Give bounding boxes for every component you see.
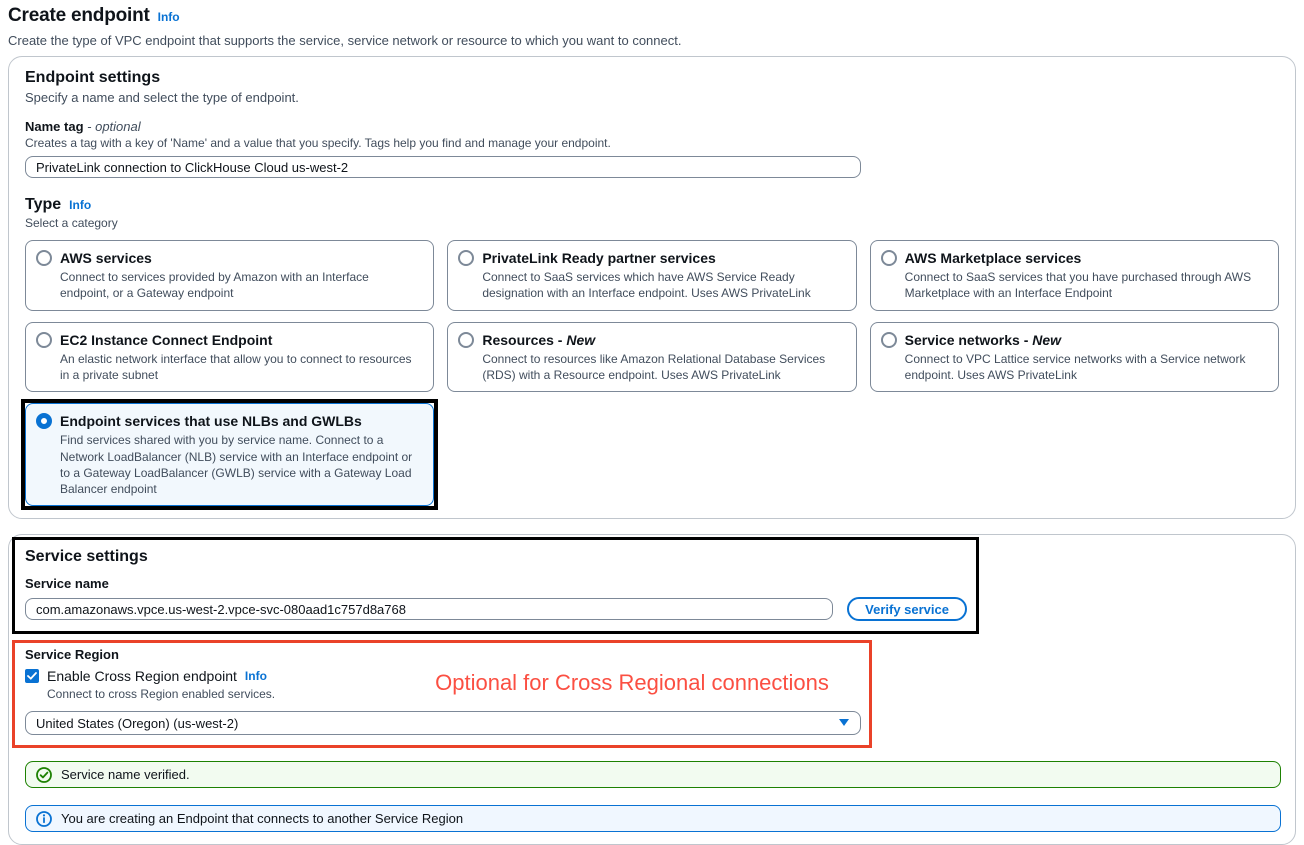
success-check-icon [36,766,52,783]
tile-description: Connect to resources like Amazon Relatio… [482,351,826,382]
tile-title: Resources - New [482,331,596,348]
page-description: Create the type of VPC endpoint that sup… [8,33,682,48]
annotation-highlight-service-name: Service settings Service name Verify ser… [12,537,979,635]
service-settings-card: Service settings Service name Verify ser… [8,534,1296,845]
tile-description: Connect to SaaS services which have AWS … [482,270,811,301]
info-banner: You are creating an Endpoint that connec… [25,805,1281,833]
type-title: Type [25,196,62,213]
tile-description: Connect to SaaS services that you have p… [904,270,1252,301]
tile-description: Connect to VPC Lattice service networks … [904,351,1246,382]
type-hint: Select a category [25,216,118,230]
endpoint-settings-subtitle: Specify a name and select the type of en… [25,90,299,105]
endpoint-settings-card: Endpoint settings Specify a name and sel… [8,56,1296,520]
info-icon [36,810,52,827]
success-banner: Service name verified. [25,761,1281,789]
tile-description: Connect to services provided by Amazon w… [60,270,369,301]
radio-resources[interactable] [458,331,475,348]
cross-region-checkbox[interactable] [25,669,39,684]
page-title: Create endpoint [8,5,150,26]
page-header: Create endpoint Info Create the type of … [0,0,1304,56]
tile-title: Endpoint services that use NLBs and GWLB… [60,413,362,430]
info-message: You are creating an Endpoint that connec… [61,811,464,827]
annotation-highlight-selected-tile: Endpoint services that use NLBs and GWLB… [21,399,439,511]
annotation-highlight-service-region: Service Region Enable Cross Region endpo… [12,640,872,749]
tile-endpoint-services-nlb-gwlb[interactable]: Endpoint services that use NLBs and GWLB… [25,403,435,507]
name-tag-label: Name tag - optional [25,119,141,134]
tile-title: EC2 Instance Connect Endpoint [60,331,273,348]
service-settings-title: Service settings [25,548,148,566]
success-message: Service name verified. [61,767,190,783]
chevron-down-icon [839,719,849,727]
tile-aws-services[interactable]: AWS services Connect to services provide… [25,240,435,311]
tile-ec2-instance-connect[interactable]: EC2 Instance Connect Endpoint An elastic… [25,321,435,393]
service-name-label: Service name [25,576,109,592]
radio-service-networks[interactable] [880,331,897,348]
name-tag-optional: - optional [87,119,141,134]
type-options-grid: AWS services Connect to services provide… [21,240,1279,511]
verify-service-button[interactable]: Verify service [847,597,967,622]
tile-aws-marketplace-services[interactable]: AWS Marketplace services Connect to SaaS… [869,240,1279,311]
radio-privatelink-partner-services[interactable] [458,250,475,266]
tile-service-networks[interactable]: Service networks - New Connect to VPC La… [869,321,1279,393]
cross-region-hint: Connect to cross Region enabled services… [47,687,276,702]
tile-description: Find services shared with you by service… [60,433,413,496]
tile-title: AWS services [60,250,152,266]
check-icon [27,672,37,680]
service-region-selected-value: United States (Oregon) (us-west-2) [36,715,239,731]
radio-endpoint-services-nlb-gwlb[interactable] [36,413,52,430]
tile-title: AWS Marketplace services [904,250,1082,266]
radio-aws-marketplace-services[interactable] [880,250,897,266]
new-badge: New [1032,331,1062,348]
page-info-link[interactable]: Info [157,10,180,24]
cross-region-info-link[interactable]: Info [244,669,267,684]
type-info-link[interactable]: Info [69,198,92,212]
new-badge: New [566,331,596,348]
service-name-input[interactable] [25,598,834,621]
tile-title: Service networks - New [904,331,1062,348]
radio-ec2-instance-connect[interactable] [36,331,52,348]
cross-region-checkbox-label[interactable]: Enable Cross Region endpoint [47,668,237,685]
service-region-select[interactable]: United States (Oregon) (us-west-2) [25,711,861,736]
tile-title: PrivateLink Ready partner services [482,250,716,266]
tile-description: An elastic network interface that allow … [60,351,412,382]
service-region-label: Service Region [25,647,119,663]
name-tag-hint: Creates a tag with a key of 'Name' and a… [25,136,611,150]
cross-region-group: Enable Cross Region endpoint Info Connec… [25,668,275,701]
tile-resources[interactable]: Resources - New Connect to resources lik… [447,321,857,393]
annotation-note: Optional for Cross Regional connections [435,670,829,696]
radio-aws-services[interactable] [36,250,52,266]
tile-privatelink-partner-services[interactable]: PrivateLink Ready partner services Conne… [447,240,857,311]
endpoint-settings-title: Endpoint settings [25,69,161,86]
name-tag-input[interactable] [25,156,861,178]
